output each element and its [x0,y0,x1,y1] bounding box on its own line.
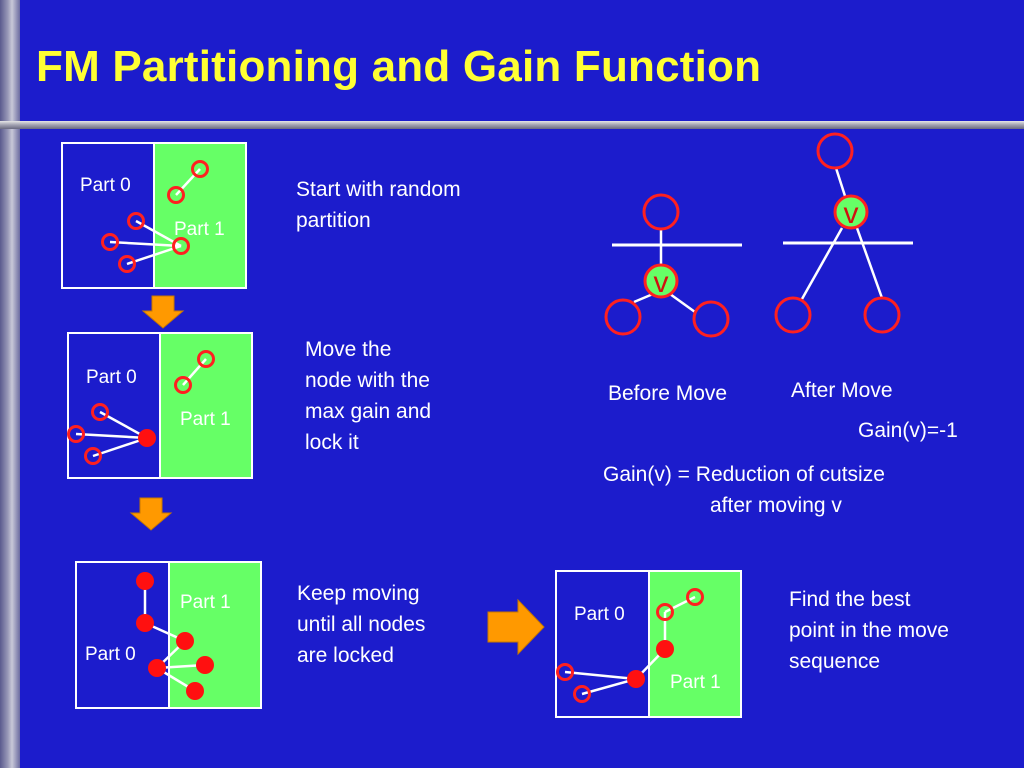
node [604,298,642,336]
description-line: Start with random [296,178,461,201]
node [167,186,185,204]
edges [800,167,884,300]
locked-node [186,682,204,700]
before-move-diagram: v [604,193,742,338]
locked-node [196,656,214,674]
node-v-label: v [654,266,669,299]
edges [633,229,696,314]
node [67,425,85,443]
nodes [101,160,209,273]
step-4-description: Find the best point in the move sequence [789,584,949,677]
part-0-label: Part 0 [85,644,136,665]
node [101,233,119,251]
node [692,300,730,338]
part-0-label: Part 0 [80,175,131,196]
down-arrow-icon [129,497,173,531]
node-v-label: v [844,197,859,230]
part-0-label: Part 0 [574,604,625,625]
node [84,447,102,465]
node [573,685,591,703]
node [118,255,136,273]
step-2-description: Move the node with the max gain and lock… [305,334,431,458]
locked-node [656,640,674,658]
description-line: partition [296,209,371,232]
node [91,403,109,421]
slide-title: FM Partitioning and Gain Function [36,42,762,91]
node [863,296,901,334]
left-edge-decoration [0,0,20,768]
node [127,212,145,230]
step-3-description: Keep moving until all nodes are locked [297,578,425,671]
gain-value: Gain(v)=-1 [858,419,958,442]
step-4-partition: Part 0 Part 1 [555,570,742,718]
part-1-label: Part 1 [174,219,225,240]
after-move-diagram: v [774,132,913,334]
down-arrow-icon [141,295,185,329]
step-1-partition: Part 0 Part 1 [61,142,247,289]
part-1-label: Part 1 [180,409,231,430]
node [556,663,574,681]
node-v [833,194,869,230]
part-1-region [159,332,253,479]
after-move-label: After Move [791,379,893,402]
description-line: until all nodes [297,613,426,636]
node [656,603,674,621]
nodes [604,193,730,338]
locked-node [136,572,154,590]
part-1-label: Part 1 [180,592,231,613]
description-line: node with the [305,369,430,392]
description-line: Move the [305,338,392,361]
locked-nodes [136,572,214,700]
part-1-region [153,142,247,289]
step-1-description: Start with random partition [296,174,461,236]
nodes [556,588,704,703]
description-line: sequence [789,650,881,673]
title-divider [0,121,1024,129]
description-line: Keep moving [297,582,420,605]
locked-node [627,670,645,688]
right-arrow-icon [487,598,545,656]
node [172,237,190,255]
gain-definition-line-1: Gain(v) = Reduction of cutsize [603,463,885,486]
node-v [643,263,679,299]
part-0-label: Part 0 [86,367,137,388]
locked-node [136,614,154,632]
description-line: lock it [305,431,359,454]
node [774,296,812,334]
node [174,376,192,394]
step-2-partition: Part 0 Part 1 [67,332,253,479]
description-line: point in the move [789,619,949,642]
locked-node [148,659,166,677]
gain-definition-line-2: after moving v [710,494,842,517]
node [191,160,209,178]
node [197,350,215,368]
description-line: max gain and [305,400,432,423]
node [816,132,854,170]
locked-nodes [627,640,674,688]
locked-node [138,429,156,447]
part-1-label: Part 1 [670,672,721,693]
node [642,193,680,231]
description-line: Find the best [789,588,911,611]
nodes [774,132,901,334]
step-3-partition: Part 1 Part 0 [75,561,262,709]
nodes [67,350,215,465]
description-line: are locked [297,644,394,667]
node [686,588,704,606]
before-move-label: Before Move [608,382,728,405]
locked-node [176,632,194,650]
